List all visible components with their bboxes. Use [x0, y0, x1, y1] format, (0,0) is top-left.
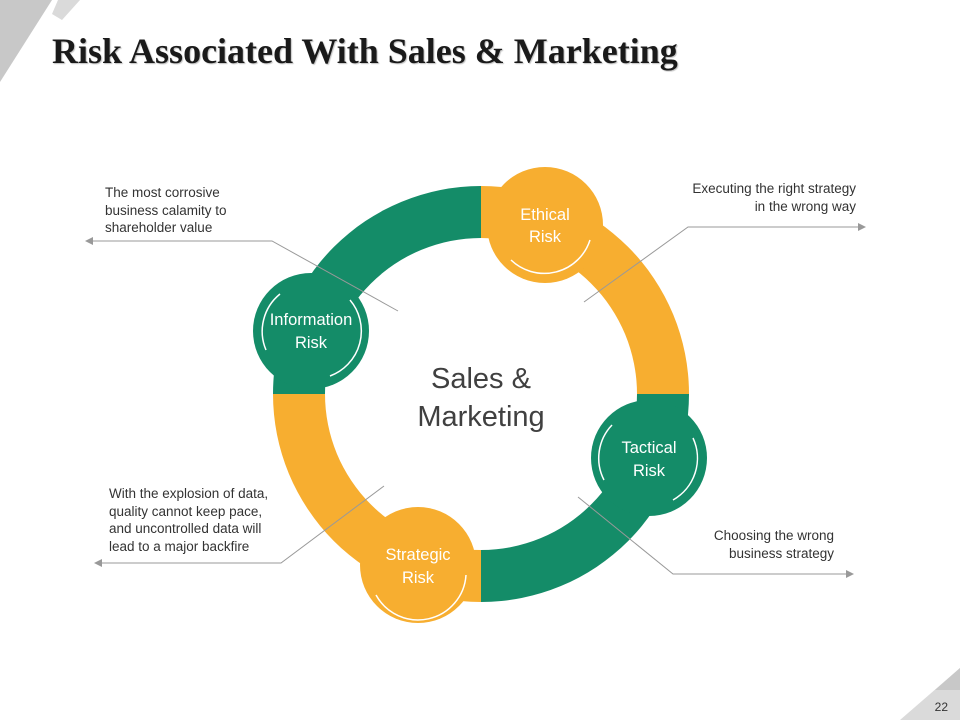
node-ethical-label-line2: Risk [529, 228, 562, 246]
description-ethical: Executing the right strategy in the wron… [692, 180, 856, 215]
description-information: The most corrosive business calamity to … [105, 184, 227, 237]
node-tactical: Tactical Risk [591, 400, 707, 516]
corner-decoration-bottom-right [900, 668, 960, 720]
node-ethical: Ethical Risk [487, 167, 603, 283]
description-information-line: shareholder value [105, 220, 213, 235]
center-label-line1: Sales & [431, 363, 531, 395]
connector-tactical [577, 496, 846, 575]
description-ethical-line: in the wrong way [754, 198, 856, 214]
connector-information [93, 240, 399, 312]
node-tactical-label-line1: Tactical [621, 439, 676, 457]
page-number: 22 [934, 700, 948, 714]
description-strategic-line: and uncontrolled data will [109, 521, 262, 536]
node-information-label-line1: Information [270, 311, 353, 329]
description-ethical-line: Executing the right strategy [692, 181, 856, 196]
node-strategic: Strategic Risk [360, 507, 476, 623]
description-tactical: Choosing the wrong business strategy [714, 527, 834, 562]
corner-decoration-bottom-right-accent [935, 668, 960, 690]
description-strategic-line: lead to a major backfire [109, 538, 250, 554]
arrow-head-strategic [94, 559, 102, 567]
node-tactical-label-line2: Risk [633, 462, 666, 480]
arrow-head-ethical [858, 223, 866, 231]
description-strategic-line: quality cannot keep pace, [109, 503, 263, 519]
description-tactical-line: Choosing the wrong [713, 528, 834, 543]
arrow-head-tactical [846, 570, 854, 578]
description-strategic: With the explosion of data, quality cann… [109, 485, 268, 555]
center-label-line2: Marketing [417, 401, 544, 433]
node-strategic-label-line1: Strategic [385, 546, 450, 564]
node-information: Information Risk [253, 273, 369, 389]
page-title: Risk Associated With Sales & Marketing [52, 31, 678, 71]
description-tactical-line: business strategy [728, 545, 834, 561]
corner-decoration-top-left [0, 0, 52, 82]
node-information-label-line2: Risk [295, 334, 328, 352]
connector-ethical [583, 226, 858, 303]
arrow-head-information [85, 237, 93, 245]
connector-strategic [102, 485, 385, 564]
node-strategic-label-line2: Risk [402, 569, 435, 587]
node-ethical-label-line1: Ethical [520, 206, 570, 224]
description-information-line: The most corrosive [105, 185, 220, 200]
description-information-line: business calamity to [105, 202, 227, 218]
description-strategic-line: With the explosion of data, [109, 486, 269, 501]
corner-decoration-top-left-accent [52, 0, 80, 20]
